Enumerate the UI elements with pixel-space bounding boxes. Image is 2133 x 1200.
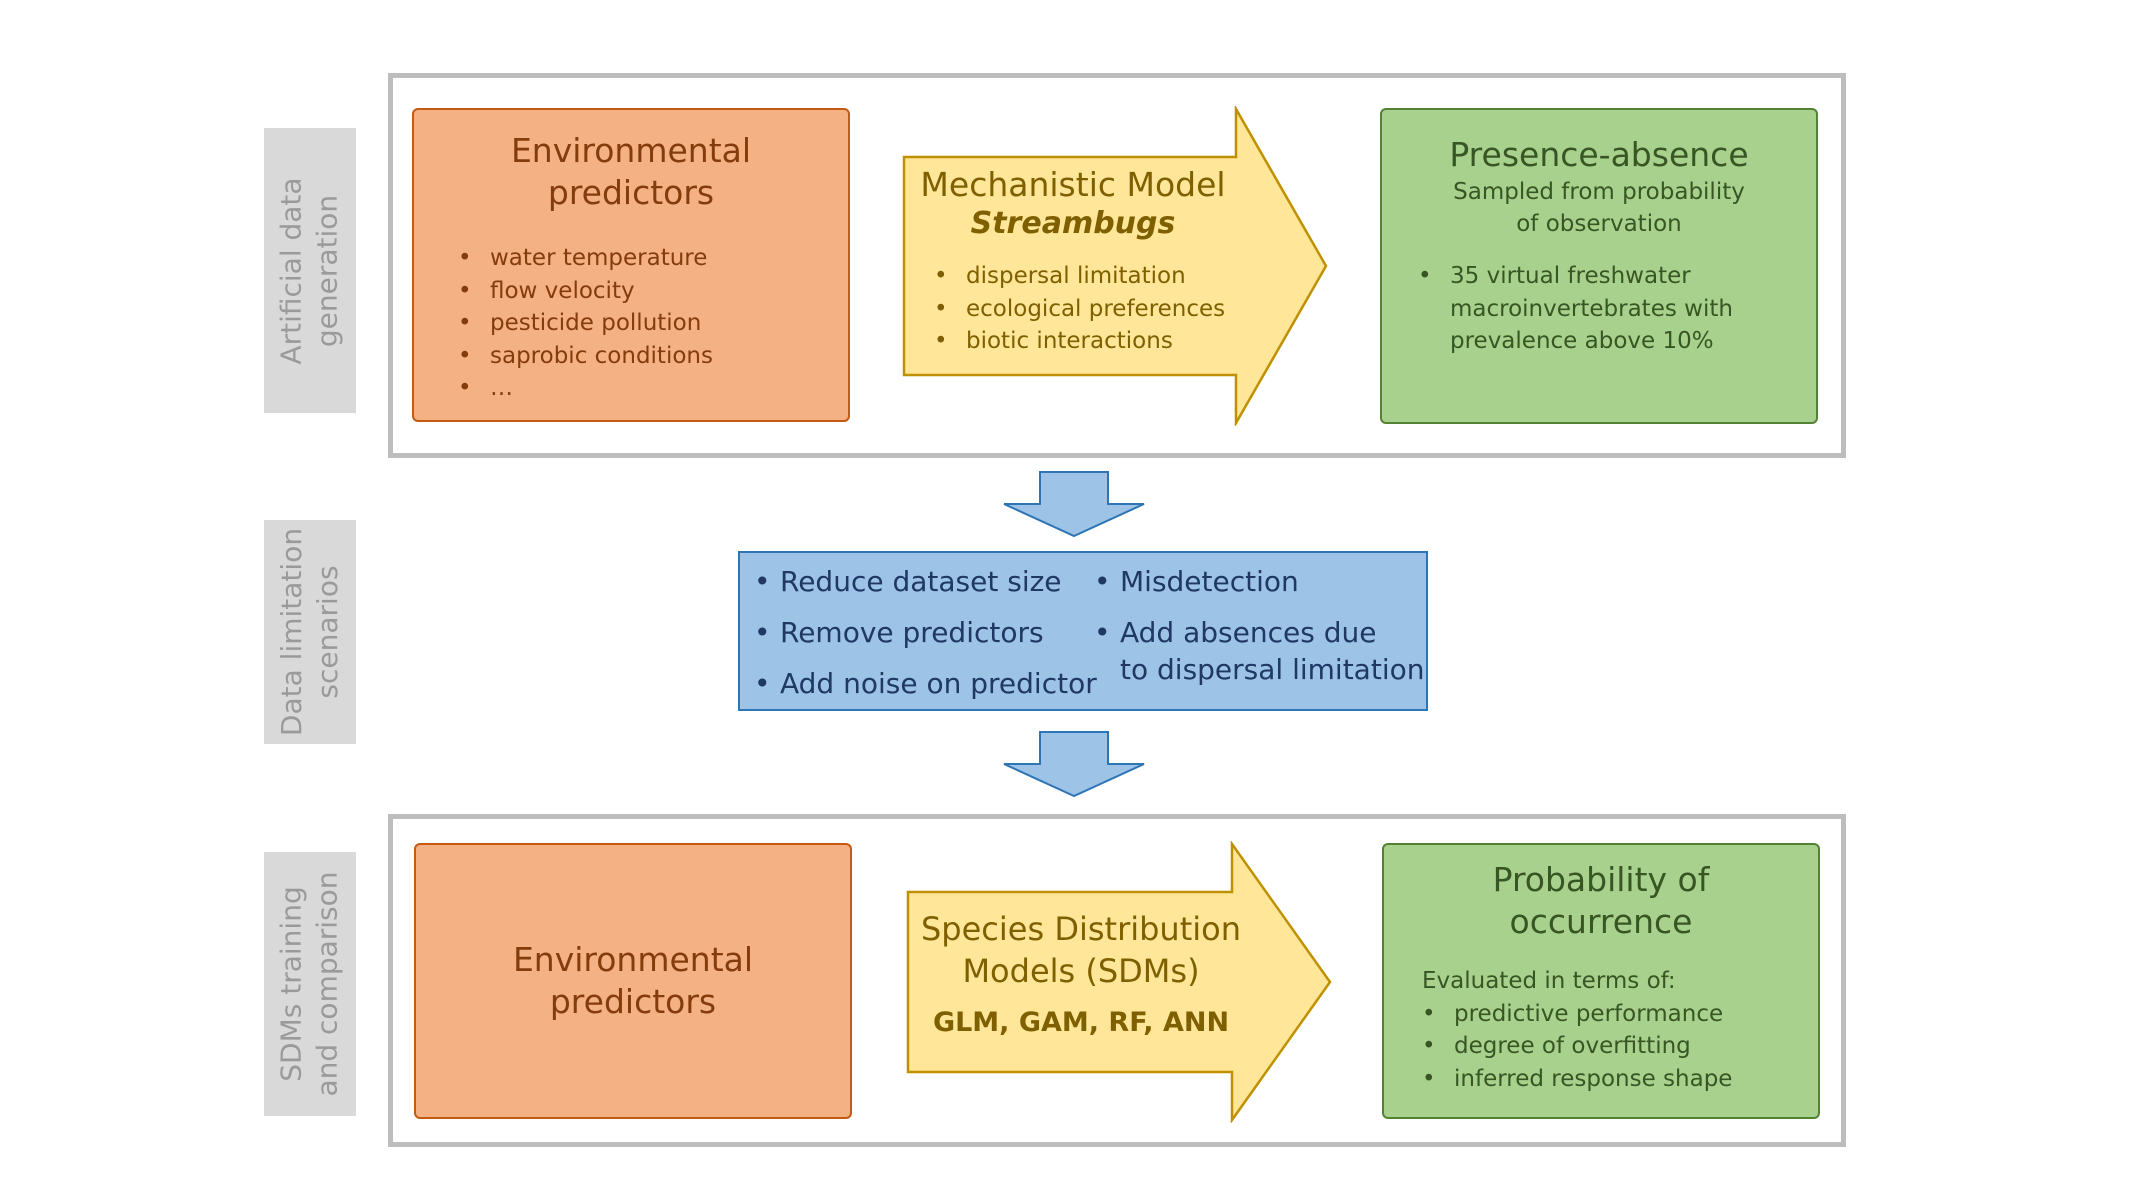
sdm-title-line: Models (SDMs) xyxy=(962,952,1200,990)
prob-criteria-list: predictive performance degree of overfit… xyxy=(1422,998,1818,1096)
bullet: • xyxy=(754,565,771,598)
presence-detail: • 35 virtual freshwater macroinvertebrat… xyxy=(1418,260,1816,358)
item-text: to dispersal limitation xyxy=(1120,653,1425,686)
subtitle-line: Sampled from probability xyxy=(1453,179,1745,205)
bullet: • xyxy=(1094,565,1111,598)
detail-line: macroinvertebrates with xyxy=(1450,295,1733,322)
title-line: Environmental xyxy=(512,940,754,979)
sdm-text: Species Distribution Models (SDMs) GLM, … xyxy=(912,908,1250,1040)
presence-subtitle: Sampled from probability of observation xyxy=(1382,176,1816,240)
mech-model-text: Mechanistic Model Streambugs xyxy=(910,164,1236,242)
box-environmental-predictors-bottom: Environmental predictors xyxy=(414,843,852,1119)
list-item: degree of overfitting xyxy=(1422,1030,1818,1063)
subtitle-line: of observation xyxy=(1516,211,1682,237)
label-data-limitation-scenarios: Data limitation scenarios xyxy=(264,520,356,744)
limitation-item: • Misdetection xyxy=(1094,563,1424,600)
item-text: Add noise on predictor xyxy=(780,667,1097,700)
label-line: Artificial data xyxy=(275,176,309,365)
limitation-item: • Add noise on predictor xyxy=(754,665,1097,702)
label-line: SDMs training xyxy=(275,886,309,1082)
prob-title: Probability of occurrence xyxy=(1384,859,1818,943)
mech-subtitle: Streambugs xyxy=(970,206,1176,241)
limitation-item: • Remove predictors xyxy=(754,614,1097,651)
down-arrow-1 xyxy=(1003,471,1145,538)
label-line: scenarios xyxy=(311,565,345,699)
label-line: Data limitation xyxy=(275,527,309,737)
limitation-col-1: •Reduce dataset size •Remove predictors … xyxy=(754,563,1097,702)
arrow-sdm-models xyxy=(906,841,1332,1123)
limitation-item: • Reduce dataset size xyxy=(754,563,1097,600)
bullet: • xyxy=(1418,263,1432,289)
title-line: Probability of xyxy=(1492,860,1710,899)
box-data-limitation: •Reduce dataset size •Remove predictors … xyxy=(738,551,1428,711)
list-item: ecological preferences xyxy=(934,293,1225,326)
presence-title: Presence-absence xyxy=(1449,135,1749,174)
sdm-models: GLM, GAM, RF, ANN xyxy=(932,1007,1230,1038)
prob-intro: Evaluated in terms of: xyxy=(1422,968,1676,994)
prob-evaluation: Evaluated in terms of: predictive perfor… xyxy=(1422,965,1818,1095)
label-sdms-training: SDMs training and comparison xyxy=(264,852,356,1116)
env-title: Environmental predictors xyxy=(414,130,848,214)
list-item: predictive performance xyxy=(1422,998,1818,1031)
box-probability-of-occurrence: Probability of occurrence Evaluated in t… xyxy=(1382,843,1820,1119)
list-item: inferred response shape xyxy=(1422,1063,1818,1096)
list-item: saprobic conditions xyxy=(458,340,848,373)
item-text: Misdetection xyxy=(1120,565,1299,598)
list-item: … xyxy=(458,372,848,405)
label-artificial-data-generation: Artificial data generation xyxy=(264,128,356,413)
limitation-col-2: • Misdetection • Add absences due to disp… xyxy=(1094,563,1424,688)
env-bottom-title: Environmental predictors xyxy=(513,939,753,1023)
item-text: Remove predictors xyxy=(780,616,1044,649)
mech-feature-list: dispersal limitation ecological preferen… xyxy=(934,260,1225,358)
down-arrow-2 xyxy=(1003,731,1145,798)
label-line: generation xyxy=(311,194,345,347)
title-line: predictors xyxy=(549,982,717,1021)
box-presence-absence: Presence-absence Sampled from probabilit… xyxy=(1380,108,1818,424)
title-line: Environmental xyxy=(510,131,752,170)
list-item: pesticide pollution xyxy=(458,307,848,340)
mech-title: Mechanistic Model xyxy=(920,165,1226,204)
bullet: • xyxy=(1094,616,1111,649)
bullet: • xyxy=(754,667,771,700)
list-item: flow velocity xyxy=(458,275,848,308)
item-text: Add absences due xyxy=(1120,616,1377,649)
list-item: dispersal limitation xyxy=(934,260,1225,293)
list-item: water temperature xyxy=(458,242,848,275)
detail-line: 35 virtual freshwater xyxy=(1450,263,1691,289)
list-item: biotic interactions xyxy=(934,325,1225,358)
item-text: Reduce dataset size xyxy=(780,565,1062,598)
label-line: and comparison xyxy=(311,871,345,1097)
env-predictor-list: water temperature flow velocity pesticid… xyxy=(458,242,848,405)
title-line: predictors xyxy=(547,173,715,212)
title-line: occurrence xyxy=(1509,902,1693,941)
box-environmental-predictors-top: Environmental predictors water temperatu… xyxy=(412,108,850,422)
sdm-title-line: Species Distribution xyxy=(920,910,1241,948)
bullet: • xyxy=(754,616,771,649)
limitation-item: • Add absences due to dispersal limitati… xyxy=(1094,614,1424,688)
detail-line: prevalence above 10% xyxy=(1450,328,1714,354)
